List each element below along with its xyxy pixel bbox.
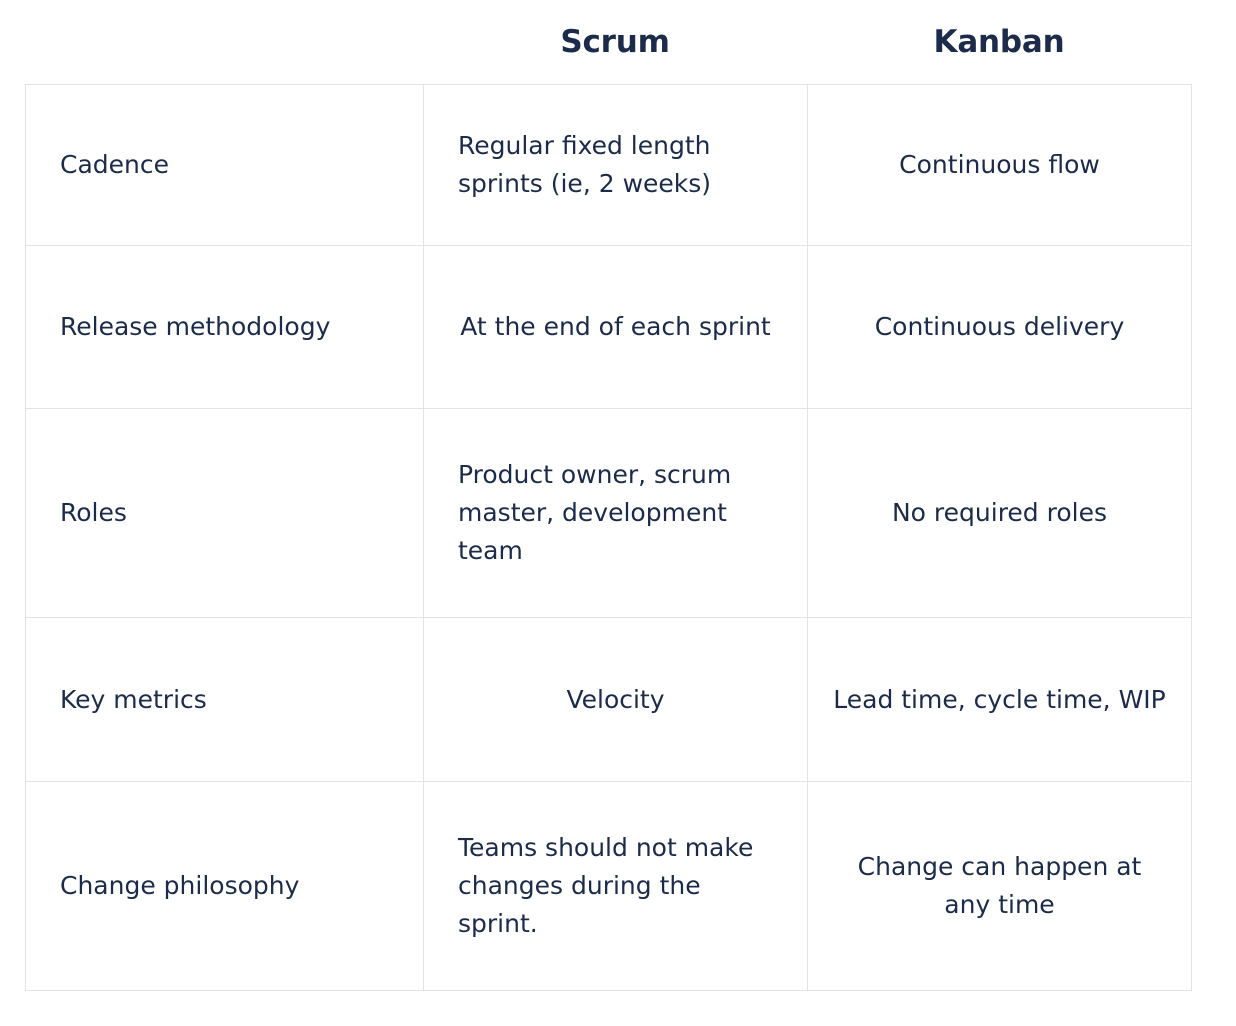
column-header-scrum: Scrum <box>560 23 670 60</box>
table-row: Release methodology At the end of each s… <box>25 245 1192 409</box>
row-label-release-methodology: Release methodology <box>25 245 424 409</box>
table-row: Roles Product owner, scrum master, devel… <box>25 408 1192 618</box>
column-header-kanban: Kanban <box>933 23 1065 60</box>
row-label-roles: Roles <box>25 408 424 618</box>
row-label-change-philosophy: Change philosophy <box>25 781 424 991</box>
cell-scrum-key-metrics: Velocity <box>423 617 808 782</box>
cell-kanban-release-methodology: Continuous delivery <box>807 245 1192 409</box>
cell-kanban-change-philosophy: Change can happen at any time <box>807 781 1192 991</box>
cell-scrum-change-philosophy: Teams should not make changes during the… <box>423 781 808 991</box>
cell-scrum-roles: Product owner, scrum master, development… <box>423 408 808 618</box>
cell-kanban-cadence: Continuous flow <box>807 84 1192 246</box>
column-headers: Scrum Kanban <box>25 0 1191 84</box>
table-row: Cadence Regular fixed length sprints (ie… <box>25 84 1192 246</box>
cell-kanban-key-metrics: Lead time, cycle time, WIP <box>807 617 1192 782</box>
cell-scrum-release-methodology: At the end of each sprint <box>423 245 808 409</box>
table-body: Cadence Regular fixed length sprints (ie… <box>25 84 1192 991</box>
cell-scrum-cadence: Regular fixed length sprints (ie, 2 week… <box>423 84 808 246</box>
table-row: Change philosophy Teams should not make … <box>25 781 1192 991</box>
row-label-key-metrics: Key metrics <box>25 617 424 782</box>
table-row: Key metrics Velocity Lead time, cycle ti… <box>25 617 1192 782</box>
row-label-cadence: Cadence <box>25 84 424 246</box>
cell-kanban-roles: No required roles <box>807 408 1192 618</box>
scrum-kanban-comparison-table: Cadence Regular fixed length sprints (ie… <box>25 84 1192 991</box>
